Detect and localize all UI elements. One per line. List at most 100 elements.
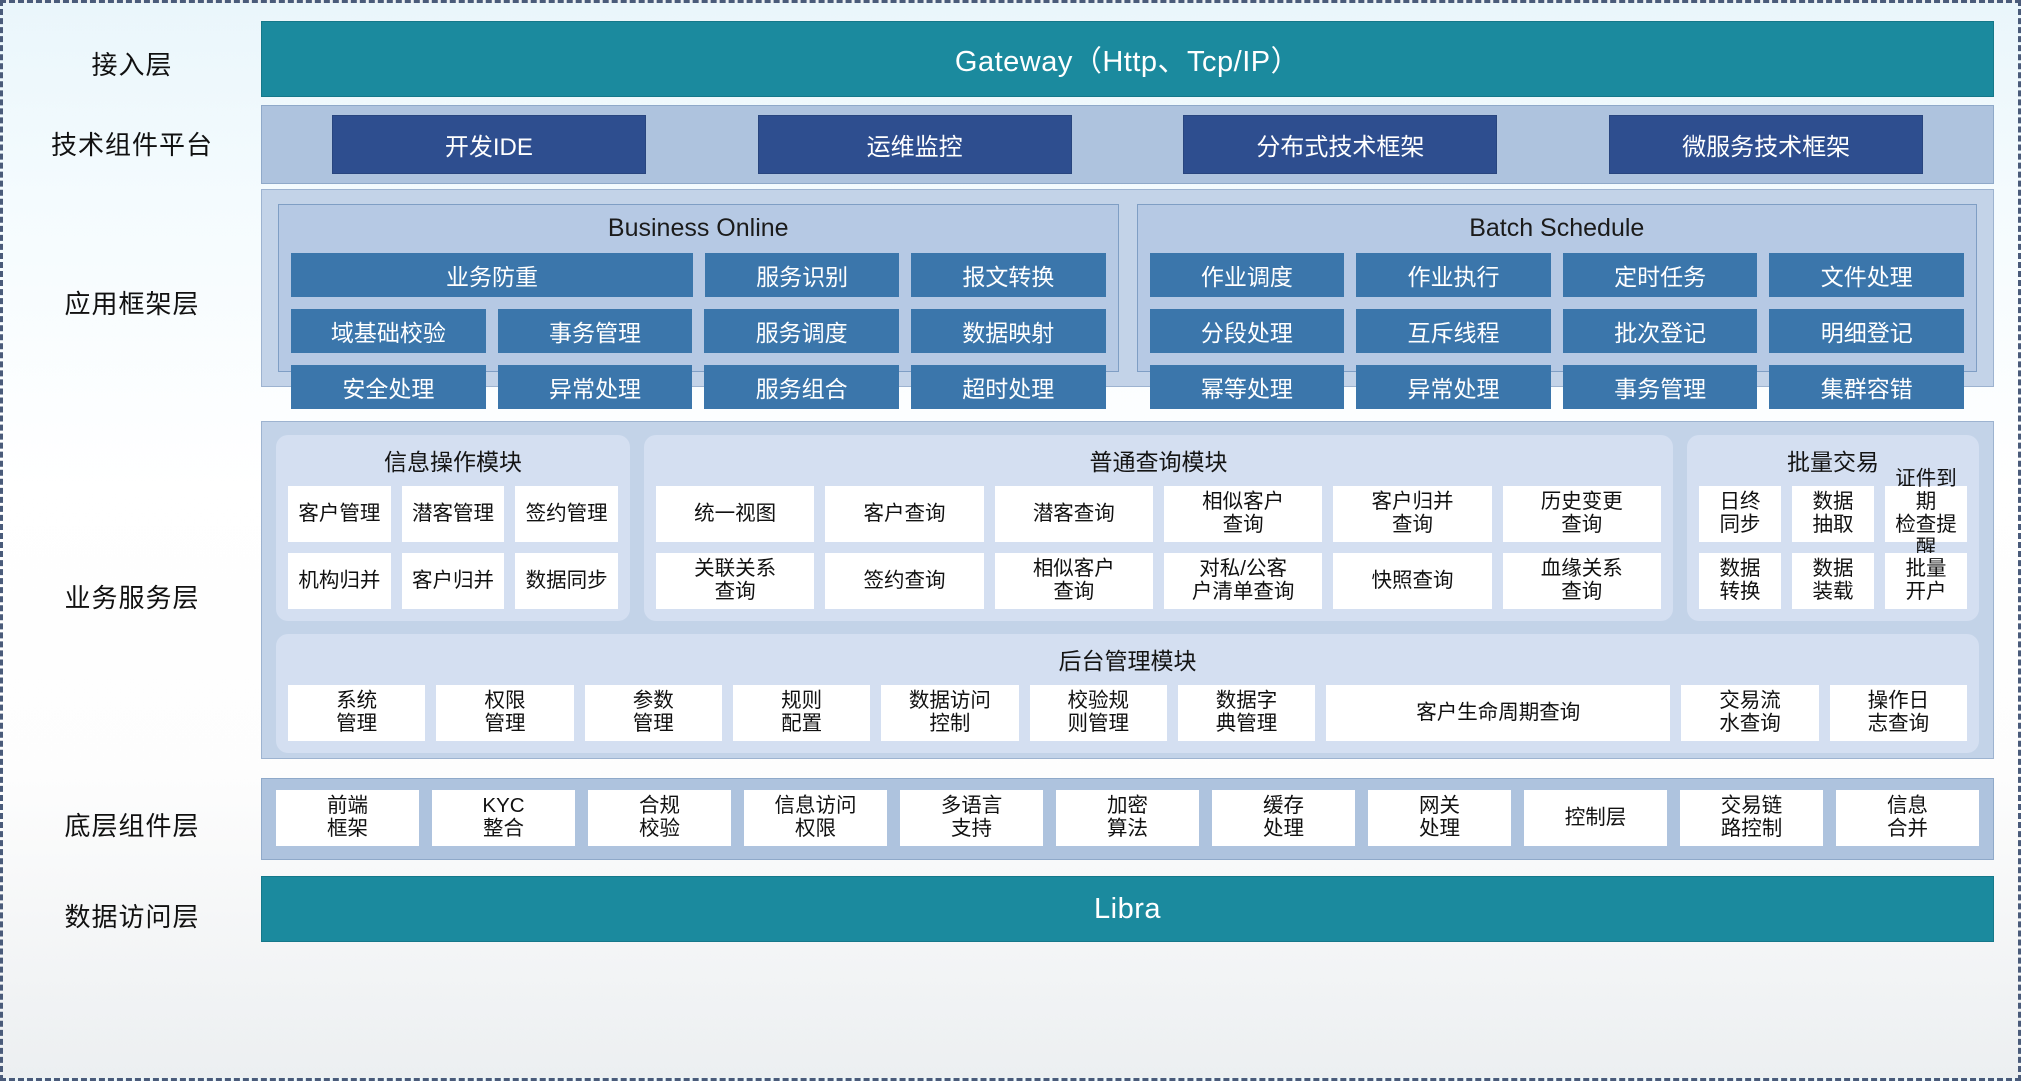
tech-chip-ops-monitor[interactable]: 运维监控	[757, 115, 1072, 174]
app-cell-job-schedule[interactable]: 作业调度	[1149, 253, 1345, 297]
app-cell-business-dedup[interactable]: 业务防重	[291, 253, 693, 297]
svc-cell-data-extract[interactable]: 数据 抽取	[1792, 486, 1874, 542]
comp-cell-transaction-link-control[interactable]: 交易链 路控制	[1680, 790, 1823, 846]
tech-chip-microservice-framework[interactable]: 微服务技术框架	[1609, 115, 1924, 174]
app-cell-job-execute[interactable]: 作业执行	[1356, 253, 1551, 297]
svc-cell-customer-query[interactable]: 客户查询	[825, 486, 984, 542]
module-grid-batch-transaction: 日终 同步 数据 抽取 证件到期 检查提醒 数据 转换 数据 装载 批量 开户	[1699, 467, 1967, 609]
layer-label-tech-platform: 技术组件平台	[50, 129, 213, 160]
admin-cell-rule-config[interactable]: 规则 配置	[732, 685, 871, 741]
app-cell-timeout-handling[interactable]: 超时处理	[910, 365, 1106, 409]
comp-cell-cache-handling[interactable]: 缓存 处理	[1212, 790, 1355, 846]
app-cell-exception-handling[interactable]: 异常处理	[497, 365, 693, 409]
app-cell-batch-transaction-mgmt[interactable]: 事务管理	[1562, 365, 1758, 409]
module-backend-admin: 后台管理模块 系统 管理 权限 管理 参数 管理 规则 配置 数据访问 控制 校…	[276, 634, 1979, 753]
module-row: 日终 同步 数据 抽取 证件到期 检查提醒	[1699, 467, 1967, 559]
app-framework-band: Business Online 业务防重 服务识别 报文转换 域基础校验 事务管…	[261, 189, 1994, 409]
module-row: 统一视图 客户查询 潜客查询 相似客户 查询 客户归并 查询 历史变更 查询	[656, 486, 1661, 542]
module-row-backend-admin: 系统 管理 权限 管理 参数 管理 规则 配置 数据访问 控制 校验规 则管理 …	[288, 685, 1968, 741]
svc-cell-batch-account-open[interactable]: 批量 开户	[1885, 553, 1967, 609]
layer-body-base-components: 前端 框架 KYC 整合 合规 校验 信息访问 权限 多语言 支持 加密 算法 …	[261, 778, 2018, 870]
svc-cell-private-public-customer-list-query[interactable]: 对私/公客 户清单查询	[1163, 553, 1323, 609]
svc-cell-lineage-query[interactable]: 血缘关系 查询	[1502, 553, 1661, 609]
svc-cell-similar-customer-query-2[interactable]: 相似客户 查询	[994, 553, 1153, 609]
layer-label-business-service: 业务服务层	[64, 583, 200, 613]
comp-cell-info-merge[interactable]: 信息 合并	[1836, 790, 1979, 846]
module-grid-common-query: 统一视图 客户查询 潜客查询 相似客户 查询 客户归并 查询 历史变更 查询 关…	[656, 486, 1661, 609]
admin-cell-validation-rule-mgmt[interactable]: 校验规 则管理	[1029, 685, 1167, 741]
layer-app-framework: 应用框架层 Business Online 业务防重 服务识别 报文转换 域基础…	[3, 189, 2018, 415]
app-cell-batch-register[interactable]: 批次登记	[1562, 309, 1758, 353]
app-cell-service-identify[interactable]: 服务识别	[704, 253, 900, 297]
svc-cell-data-load[interactable]: 数据 装载	[1792, 553, 1874, 609]
app-cell-cluster-fault-tolerance[interactable]: 集群容错	[1769, 365, 1964, 409]
app-cell-mutex-thread[interactable]: 互斥线程	[1356, 309, 1551, 353]
svc-cell-relation-query[interactable]: 关联关系 查询	[656, 553, 815, 609]
svc-cell-eod-sync[interactable]: 日终 同步	[1699, 486, 1781, 542]
app-cell-message-transform[interactable]: 报文转换	[911, 253, 1106, 297]
comp-cell-multilingual-support[interactable]: 多语言 支持	[900, 790, 1043, 846]
panel-grid-business-online: 业务防重 服务识别 报文转换 域基础校验 事务管理 服务调度 数据映射 安全处理	[291, 253, 1106, 409]
app-cell-service-dispatch[interactable]: 服务调度	[704, 309, 899, 353]
comp-cell-encryption-algorithm[interactable]: 加密 算法	[1056, 790, 1199, 846]
svc-cell-org-merge[interactable]: 机构归并	[288, 553, 391, 609]
comp-cell-gateway-handling[interactable]: 网关 处理	[1368, 790, 1511, 846]
svc-cell-data-transform[interactable]: 数据 转换	[1699, 553, 1781, 609]
app-cell-file-processing[interactable]: 文件处理	[1769, 253, 1964, 297]
admin-cell-customer-lifecycle-query[interactable]: 客户生命周期查询	[1326, 685, 1671, 741]
admin-cell-permission-mgmt[interactable]: 权限 管理	[436, 685, 574, 741]
tech-chip-distributed-framework[interactable]: 分布式技术框架	[1183, 115, 1498, 174]
module-row: 数据 转换 数据 装载 批量 开户	[1699, 553, 1967, 609]
svc-cell-history-change-query[interactable]: 历史变更 查询	[1502, 486, 1661, 542]
module-title-batch-transaction: 批量交易	[1787, 449, 1879, 475]
layer-body-business-service: 信息操作模块 客户管理 潜客管理 签约管理 机构归并 客户归并 数据同步	[261, 421, 2018, 772]
comp-cell-control-layer[interactable]: 控制层	[1524, 790, 1667, 846]
svc-cell-unified-view[interactable]: 统一视图	[656, 486, 815, 542]
app-cell-security-handling[interactable]: 安全处理	[291, 365, 486, 409]
admin-cell-parameter-mgmt[interactable]: 参数 管理	[584, 685, 722, 741]
svc-cell-customer-merge[interactable]: 客户归并	[401, 553, 505, 609]
svc-cell-contract-mgmt[interactable]: 签约管理	[515, 486, 619, 542]
comp-cell-frontend-framework[interactable]: 前端 框架	[276, 790, 419, 846]
module-common-query: 普通查询模块 统一视图 客户查询 潜客查询 相似客户 查询 客户归并 查询 历史…	[644, 435, 1673, 621]
app-cell-idempotent-handling[interactable]: 幂等处理	[1149, 365, 1345, 409]
svc-cell-prospect-query[interactable]: 潜客查询	[994, 486, 1153, 542]
module-title-backend-admin: 后台管理模块	[1058, 648, 1197, 674]
app-cell-timed-task[interactable]: 定时任务	[1562, 253, 1758, 297]
layer-access: 接入层 Gateway（Http、Tcp/IP）	[3, 21, 2018, 105]
comp-cell-kyc-integration[interactable]: KYC 整合	[432, 790, 575, 846]
svc-cell-customer-merge-query[interactable]: 客户归并 查询	[1333, 486, 1492, 542]
admin-cell-system-mgmt[interactable]: 系统 管理	[288, 685, 426, 741]
app-cell-detail-register[interactable]: 明细登记	[1769, 309, 1964, 353]
app-cell-domain-validation[interactable]: 域基础校验	[291, 309, 486, 353]
admin-cell-data-access-control[interactable]: 数据访问 控制	[881, 685, 1019, 741]
svc-cell-snapshot-query[interactable]: 快照查询	[1333, 553, 1492, 609]
app-cell-segment-processing[interactable]: 分段处理	[1149, 309, 1345, 353]
svc-cell-similar-customer-query-1[interactable]: 相似客户 查询	[1163, 486, 1323, 542]
base-components-band: 前端 框架 KYC 整合 合规 校验 信息访问 权限 多语言 支持 加密 算法 …	[261, 778, 1994, 860]
layer-body-data-access: Libra	[261, 876, 2018, 954]
comp-cell-compliance-check[interactable]: 合规 校验	[588, 790, 731, 846]
svc-cell-cert-expiry-reminder[interactable]: 证件到期 检查提醒	[1885, 467, 1967, 559]
app-cell-data-mapping[interactable]: 数据映射	[910, 309, 1106, 353]
module-grid-info-operation: 客户管理 潜客管理 签约管理 机构归并 客户归并 数据同步	[288, 486, 619, 609]
app-cell-service-composition[interactable]: 服务组合	[704, 365, 899, 409]
comp-cell-info-access-permission[interactable]: 信息访问 权限	[744, 790, 887, 846]
svc-cell-customer-mgmt[interactable]: 客户管理	[288, 486, 391, 542]
svc-cell-prospect-mgmt[interactable]: 潜客管理	[401, 486, 505, 542]
module-title-info-operation: 信息操作模块	[384, 449, 522, 475]
layer-data-access: 数据访问层 Libra	[3, 876, 2018, 954]
svc-cell-contract-query[interactable]: 签约查询	[825, 553, 984, 609]
app-cell-batch-exception-handling[interactable]: 异常处理	[1356, 365, 1551, 409]
app-cell-transaction-mgmt[interactable]: 事务管理	[497, 309, 693, 353]
admin-cell-transaction-flow-query[interactable]: 交易流 水查询	[1681, 685, 1819, 741]
admin-cell-data-dictionary-mgmt[interactable]: 数据字 典管理	[1177, 685, 1316, 741]
libra-bar: Libra	[261, 876, 1994, 942]
layer-business-service: 业务服务层 信息操作模块 客户管理 潜客管理 签约管理	[3, 421, 2018, 772]
layer-label-app-framework: 应用框架层	[64, 288, 200, 319]
tech-chip-dev-ide[interactable]: 开发IDE	[331, 115, 646, 174]
admin-cell-operation-log-query[interactable]: 操作日 志查询	[1829, 685, 1968, 741]
layer-label-access: 接入层	[91, 49, 173, 80]
svc-cell-data-sync[interactable]: 数据同步	[515, 553, 619, 609]
